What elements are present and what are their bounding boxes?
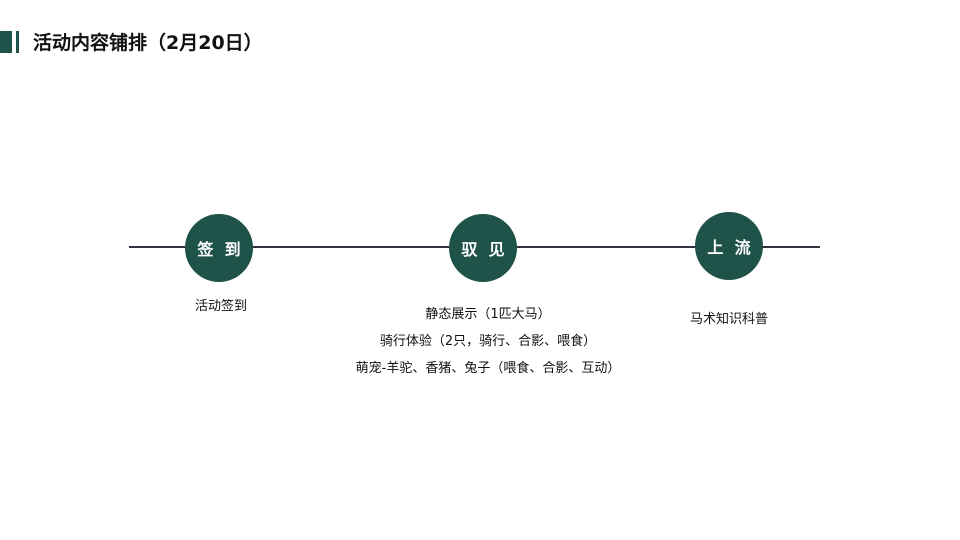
description-line: 活动签到: [194, 299, 247, 314]
node-description-meet: 静态展示（1匹大马） 骑行体验（2只，骑行、合影、喂食） 萌宠-羊驼、香猪、兔子…: [333, 301, 643, 382]
node-label: 签 到: [197, 240, 241, 259]
node-description-sign-in: 活动签到: [169, 295, 273, 318]
node-label: 驭 见: [461, 240, 505, 259]
description-line: 静态展示（1匹大马）: [425, 307, 551, 322]
description-line: 马术知识科普: [689, 312, 768, 327]
page-title: 活动内容铺排（2月20日）: [33, 32, 263, 54]
description-line: 萌宠-羊驼、香猪、兔子（喂食、合影、互动）: [355, 361, 621, 376]
timeline-node-meet: 驭 见: [449, 214, 517, 282]
title-accent-stripe: [16, 31, 19, 53]
timeline-node-sign-in: 签 到: [185, 214, 253, 282]
node-description-upper: 马术知识科普: [669, 308, 789, 331]
title-accent-bar: [0, 31, 12, 53]
description-line: 骑行体验（2只，骑行、合影、喂食）: [379, 334, 597, 349]
node-label: 上 流: [707, 238, 751, 257]
timeline-node-upper: 上 流: [695, 212, 763, 280]
